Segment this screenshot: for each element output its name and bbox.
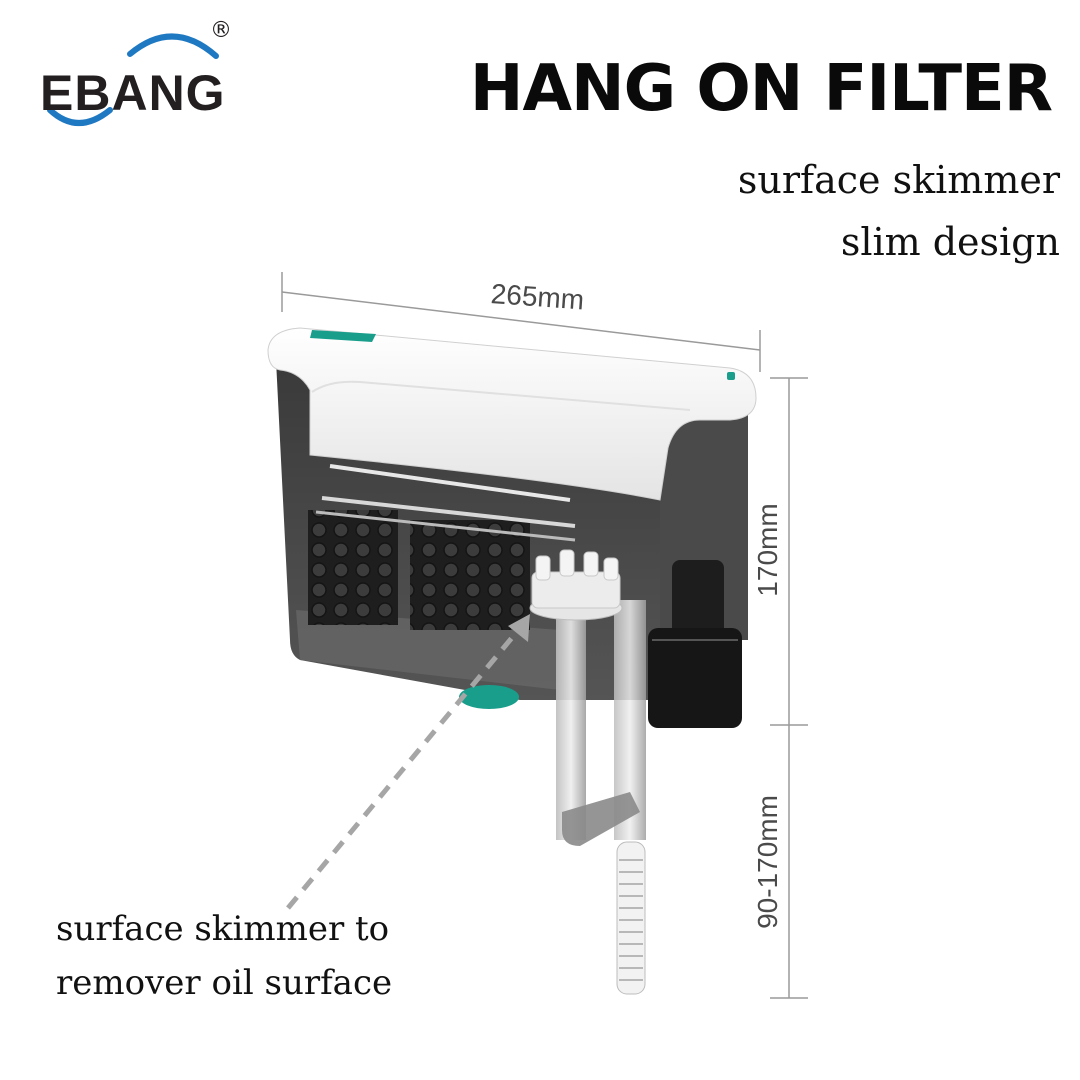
height-dimension-label: 170mm <box>752 503 783 597</box>
teal-foot <box>459 685 519 709</box>
surface-skimmer-head <box>529 549 623 621</box>
intake-strainer <box>616 841 646 995</box>
feature-surface-skimmer: surface skimmer <box>737 158 1060 202</box>
pump-chamber <box>648 398 748 728</box>
callout-caption: surface skimmer to remover oil surface <box>56 902 392 1010</box>
page-title: HANG ON FILTER <box>469 52 1053 126</box>
intake-length-label: 90-170mm <box>752 795 783 929</box>
intake-assembly <box>529 549 646 995</box>
registered-mark: ® <box>210 18 232 43</box>
brand-logo: EBANG ® <box>38 18 238 128</box>
callout-line-2: remover oil surface <box>56 963 393 1003</box>
width-dimension-label: 265mm <box>489 278 586 316</box>
lid-teal-badge <box>310 330 376 342</box>
logo-text: EBANG <box>40 65 226 121</box>
logo-arc-icon <box>47 33 219 126</box>
callout-line-1: surface skimmer to <box>56 909 390 949</box>
feature-slim-design: slim design <box>840 220 1060 264</box>
width-dimension-line <box>281 272 761 372</box>
filter-lid <box>267 327 757 501</box>
indicator-light <box>727 372 735 380</box>
height-dimension-line <box>770 377 808 999</box>
callout-arrow <box>286 614 530 910</box>
arrowhead-icon <box>508 614 530 642</box>
